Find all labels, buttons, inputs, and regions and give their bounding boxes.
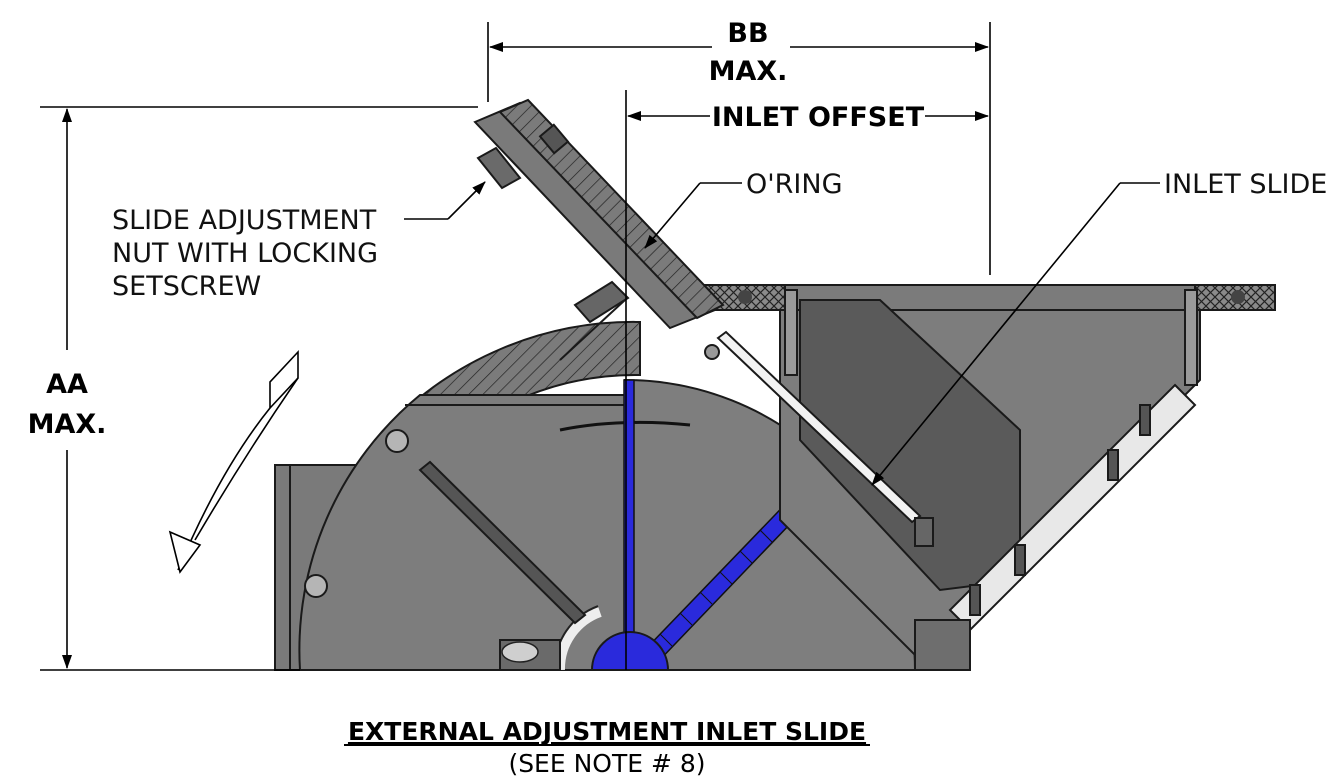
- callout-slide-adjustment-line1: SLIDE ADJUSTMENT: [112, 205, 377, 236]
- bolt-hole: [304, 574, 328, 598]
- dimension-bb-label: BB: [727, 18, 768, 49]
- callout-inlet-slide: INLET SLIDE: [871, 169, 1326, 486]
- inlet-slide-rail: [716, 330, 922, 524]
- machine-assembly: [274, 98, 1276, 671]
- caption-subtitle: (SEE NOTE # 8): [508, 749, 705, 778]
- dimension-bb: BB MAX.: [487, 18, 991, 275]
- callout-slide-adjustment-line3: SETSCREW: [112, 271, 261, 302]
- callout-oring: O'RING: [644, 169, 843, 249]
- callout-oring-label: O'RING: [746, 169, 843, 200]
- base-right: [914, 619, 971, 671]
- callout-slide-adjustment-line2: NUT WITH LOCKING: [112, 238, 378, 269]
- dimension-bb-max: MAX.: [709, 56, 788, 87]
- dimension-aa-max: MAX.: [28, 409, 107, 440]
- rotation-direction-arrow: [168, 349, 299, 574]
- rotor-left-disk: [298, 394, 626, 671]
- dimension-aa: AA MAX.: [28, 106, 478, 671]
- callout-inlet-slide-label: INLET SLIDE: [1164, 169, 1326, 200]
- dimension-inlet-offset: INLET OFFSET: [625, 90, 989, 670]
- hub: [590, 631, 670, 671]
- caption-title: EXTERNAL ADJUSTMENT INLET SLIDE: [348, 717, 866, 746]
- radial-slot: [418, 460, 587, 625]
- slide-adjustment-nut: [476, 146, 522, 190]
- dimension-inlet-offset-label: INLET OFFSET: [712, 102, 925, 133]
- bolt-hole: [385, 429, 409, 453]
- dimension-aa-label: AA: [46, 369, 88, 400]
- callout-slide-adjustment: SLIDE ADJUSTMENT NUT WITH LOCKING SETSCR…: [112, 181, 486, 302]
- caption: EXTERNAL ADJUSTMENT INLET SLIDE (SEE NOT…: [344, 717, 870, 778]
